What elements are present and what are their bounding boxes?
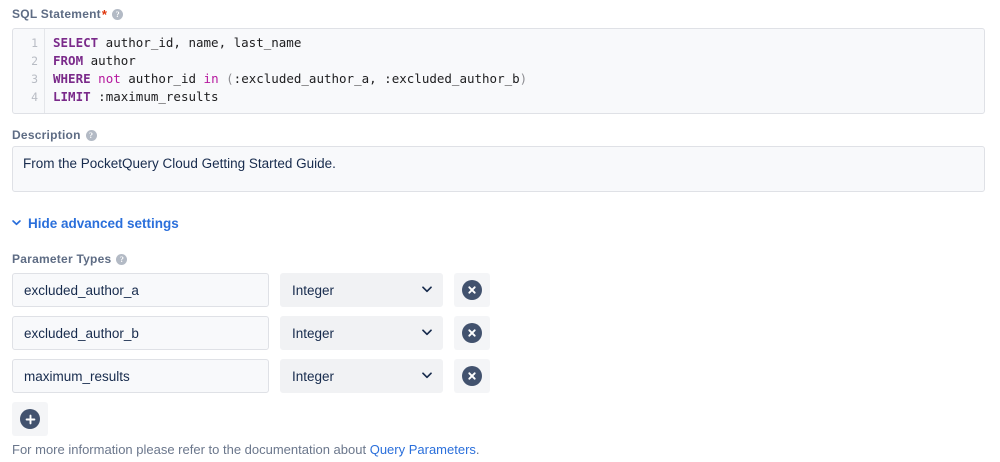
remove-parameter-button[interactable] [454,316,490,350]
description-input[interactable]: From the PocketQuery Cloud Getting Start… [12,146,985,192]
toggle-advanced-settings-label: Hide advanced settings [28,216,179,231]
parameter-row: IntegerStringDateBooleanDecimal [12,359,490,393]
parameter-type-select-wrapper: IntegerStringDateBooleanDecimal [280,273,443,307]
description-label-text: Description [12,128,81,142]
toggle-advanced-settings[interactable]: Hide advanced settings [12,216,179,231]
sql-code-text: WHERE not author_id in (:excluded_author… [53,71,528,86]
sql-code-text: FROM author [53,53,136,68]
parameter-type-select[interactable]: IntegerStringDateBooleanDecimal [280,316,443,350]
parameter-row: IntegerStringDateBooleanDecimal [12,316,490,350]
help-circle-icon[interactable]: ? [116,253,128,265]
footer-text-before: For more information please refer to the… [12,442,370,457]
line-number: 3 [31,72,38,86]
sql-code-line: 1 SELECT author_id, name, last_name [13,34,984,52]
parameter-types-label-text: Parameter Types [12,252,112,266]
help-circle-icon[interactable]: ? [85,129,97,141]
query-parameters-link[interactable]: Query Parameters [369,442,476,457]
remove-parameter-button[interactable] [454,359,490,393]
sql-code-text: LIMIT :maximum_results [53,89,219,104]
sql-code-lines: 1 SELECT author_id, name, last_name 2 FROM … [13,29,984,106]
help-circle-icon[interactable]: ? [112,8,124,20]
line-number: 2 [31,54,38,68]
sql-code-line: 3 WHERE not author_id in (:excluded_autho… [13,70,984,88]
gutter-divider [44,29,45,113]
close-circle-icon [462,366,482,386]
sql-statement-label-text: SQL Statement [12,7,101,21]
parameter-type-select[interactable]: IntegerStringDateBooleanDecimal [280,359,443,393]
close-circle-icon [462,280,482,300]
line-number: 1 [31,36,38,50]
parameter-type-select[interactable]: IntegerStringDateBooleanDecimal [280,273,443,307]
chevron-down-icon [12,220,21,226]
plus-circle-icon [20,409,40,429]
required-asterisk: * [101,7,108,22]
description-label: Description? [12,128,97,142]
parameter-name-input[interactable] [12,359,269,393]
sql-statement-label: SQL Statement*? [12,7,124,22]
footer-text-after: . [475,442,480,457]
add-parameter-button[interactable] [12,402,48,436]
parameter-row: IntegerStringDateBooleanDecimal [12,273,490,307]
sql-code-line: 2 FROM author [13,52,984,70]
parameter-type-select-wrapper: IntegerStringDateBooleanDecimal [280,359,443,393]
close-circle-icon [462,323,482,343]
sql-code-text: SELECT author_id, name, last_name [53,35,302,50]
remove-parameter-button[interactable] [454,273,490,307]
footer-help-text: For more information please refer to the… [12,441,480,459]
parameter-name-input[interactable] [12,316,269,350]
sql-code-line: 4 LIMIT :maximum_results [13,88,984,106]
parameter-name-input[interactable] [12,273,269,307]
sql-statement-editor[interactable]: 1 SELECT author_id, name, last_name 2 FROM … [12,28,985,114]
line-number: 4 [31,90,38,104]
parameter-type-select-wrapper: IntegerStringDateBooleanDecimal [280,316,443,350]
parameter-types-label: Parameter Types? [12,252,128,266]
